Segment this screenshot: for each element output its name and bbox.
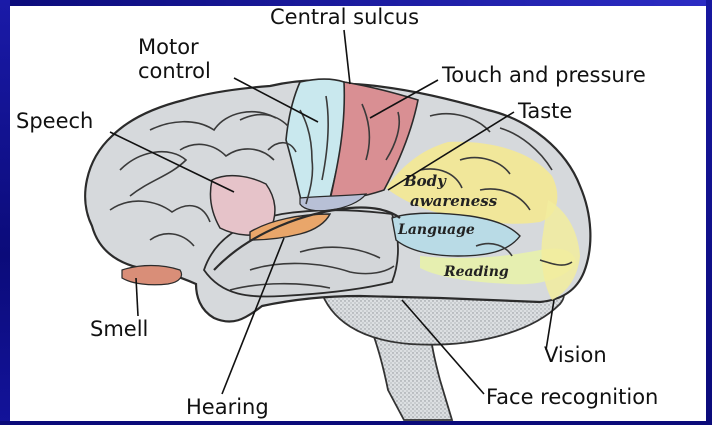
motor-control-label-line2: control (138, 59, 211, 83)
central-sulcus-label: Central sulcus (270, 5, 419, 29)
language-label: Language (397, 222, 475, 238)
touch-and-pressure-label: Touch and pressure (441, 63, 646, 87)
body-awareness-label-line1: Body (403, 172, 447, 190)
motor-control-label-line1: Motor (138, 35, 199, 59)
speech-label: Speech (16, 109, 93, 133)
smell-region (122, 266, 182, 285)
reading-label: Reading (443, 264, 509, 280)
face-recognition-label: Face recognition (486, 385, 658, 409)
body-awareness-label-line2: awareness (410, 192, 498, 210)
taste-label: Taste (517, 99, 572, 123)
vision-label: Vision (544, 343, 607, 367)
hearing-label: Hearing (186, 395, 269, 419)
smell-label: Smell (90, 317, 148, 341)
